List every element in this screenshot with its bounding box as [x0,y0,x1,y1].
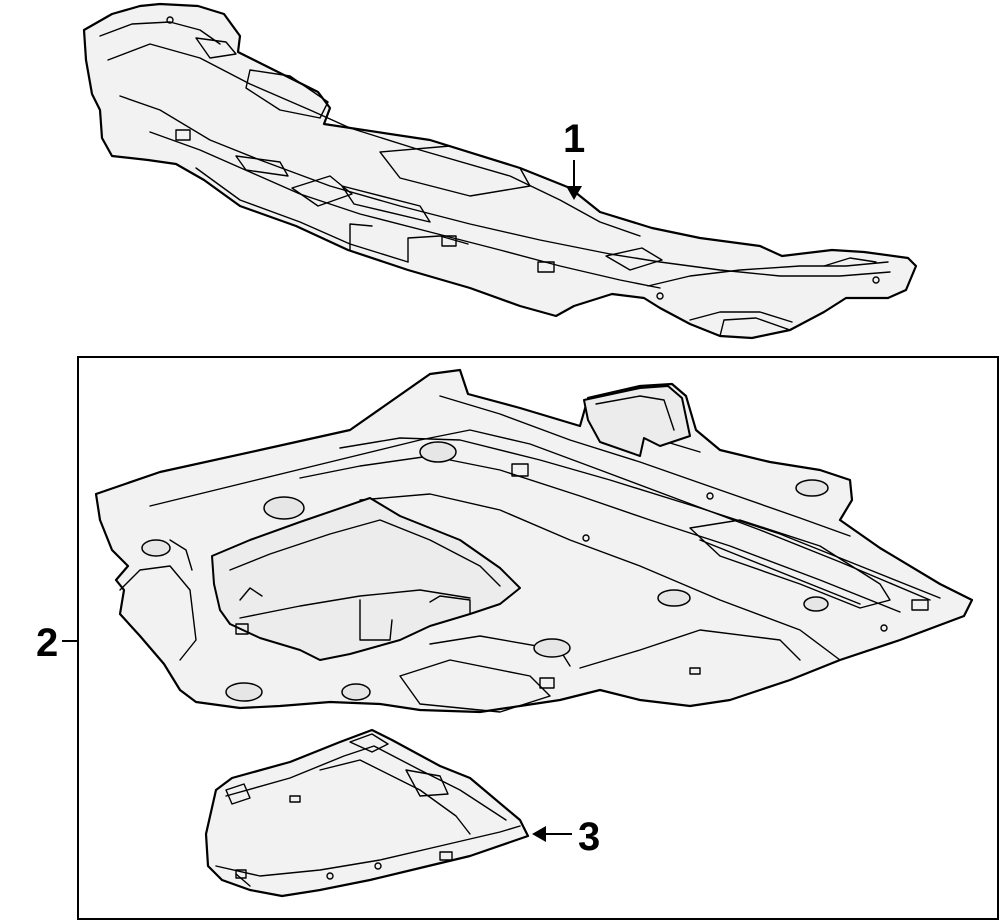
callout-1-label: 1 [563,117,585,161]
assembly-frame [77,356,999,920]
callout-3-label: 3 [578,815,600,859]
callout-1-arrowhead [566,186,582,200]
callout-2-label: 2 [36,621,58,665]
callout-2: 2 [36,621,78,665]
callout-3-arrowhead [532,826,546,842]
part-3-skid-plate [204,728,530,898]
callout-3: 3 [532,815,600,859]
part-1-upper-shield [82,2,918,340]
callout-1: 1 [563,117,585,200]
part-2-splash-shield [94,368,974,714]
